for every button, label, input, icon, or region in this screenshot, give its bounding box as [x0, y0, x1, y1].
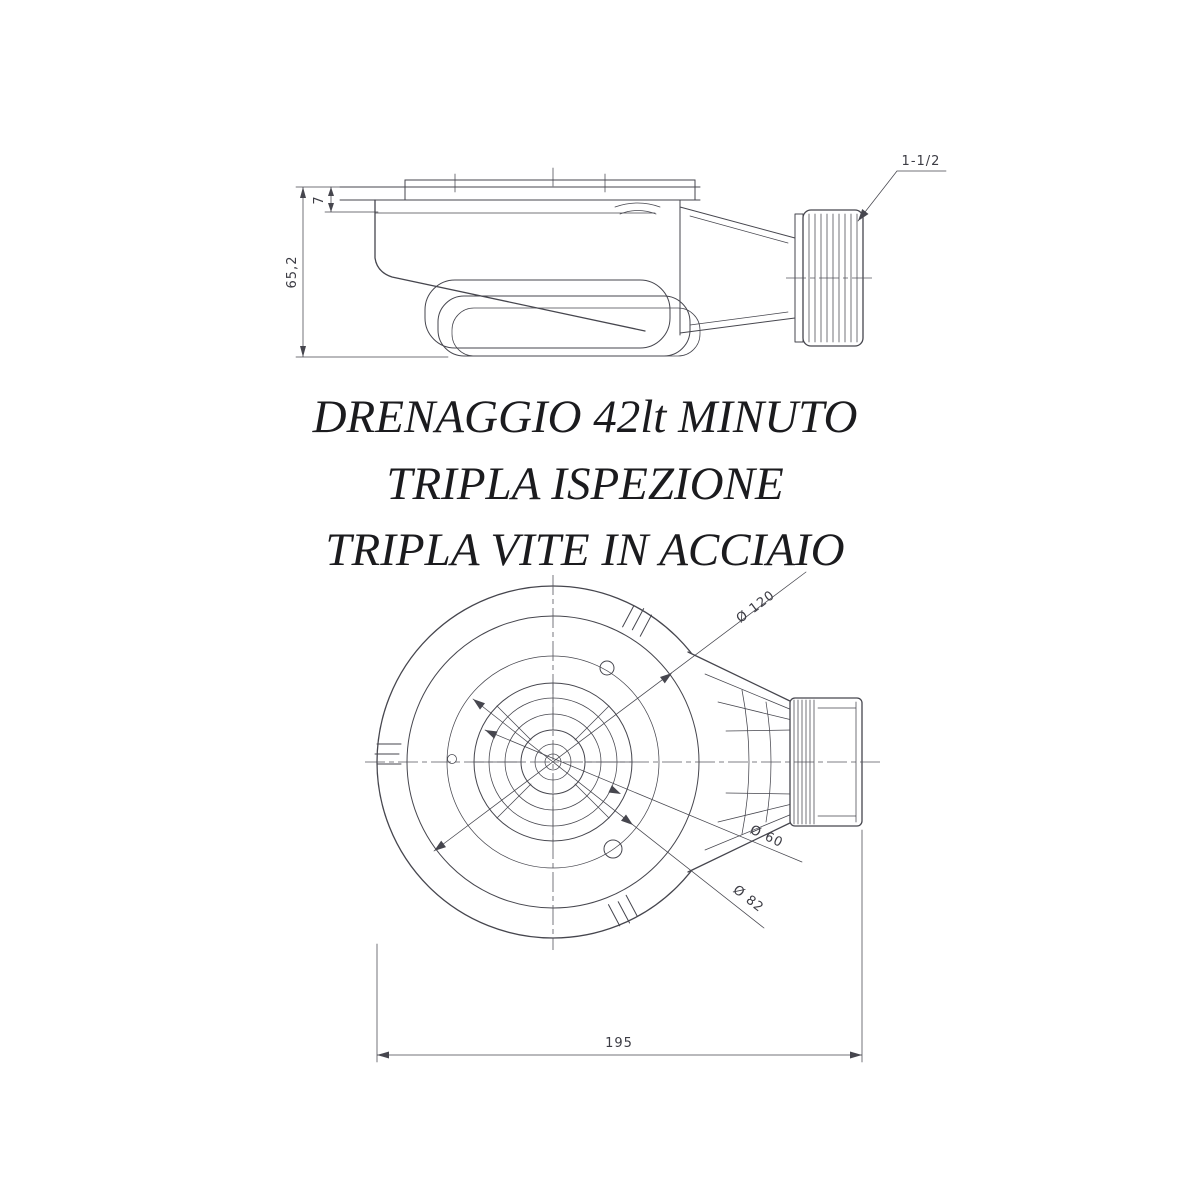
dim-label-diameter-82: Ø 82 — [730, 883, 767, 916]
top-view: Ø 120 Ø 60 Ø 82 195 — [365, 571, 880, 1063]
threaded-nut-side — [786, 209, 874, 347]
dim-height: 65,2 — [285, 186, 449, 358]
outlet-cone-side — [679, 206, 796, 334]
dim-label-overall-length: 195 — [605, 1036, 633, 1051]
rim-notches — [374, 605, 653, 927]
title-line-1: DRENAGGIO 42lt MINUTO — [312, 391, 858, 443]
flange-plate — [339, 167, 701, 201]
thread-size-callout: 1-1/2 — [857, 154, 947, 222]
center-lines — [365, 575, 880, 950]
title-block: DRENAGGIO 42lt MINUTO TRIPLA ISPEZIONE T… — [312, 391, 858, 576]
dim-label-height: 65,2 — [285, 256, 300, 289]
trap-body — [374, 199, 701, 357]
dim-label-diameter-120: Ø 120 — [734, 588, 778, 627]
dim-label-thread-size: 1-1/2 — [902, 154, 941, 169]
title-line-3: TRIPLA VITE IN ACCIAIO — [325, 524, 844, 576]
dim-flange-thickness: 7 — [312, 186, 379, 213]
side-view: 65,2 7 — [285, 154, 947, 358]
screw-holes — [447, 660, 623, 859]
dim-label-flange-thickness: 7 — [312, 195, 327, 204]
dim-overall-length: 195 — [376, 829, 863, 1063]
title-line-2: TRIPLA ISPEZIONE — [386, 458, 783, 510]
